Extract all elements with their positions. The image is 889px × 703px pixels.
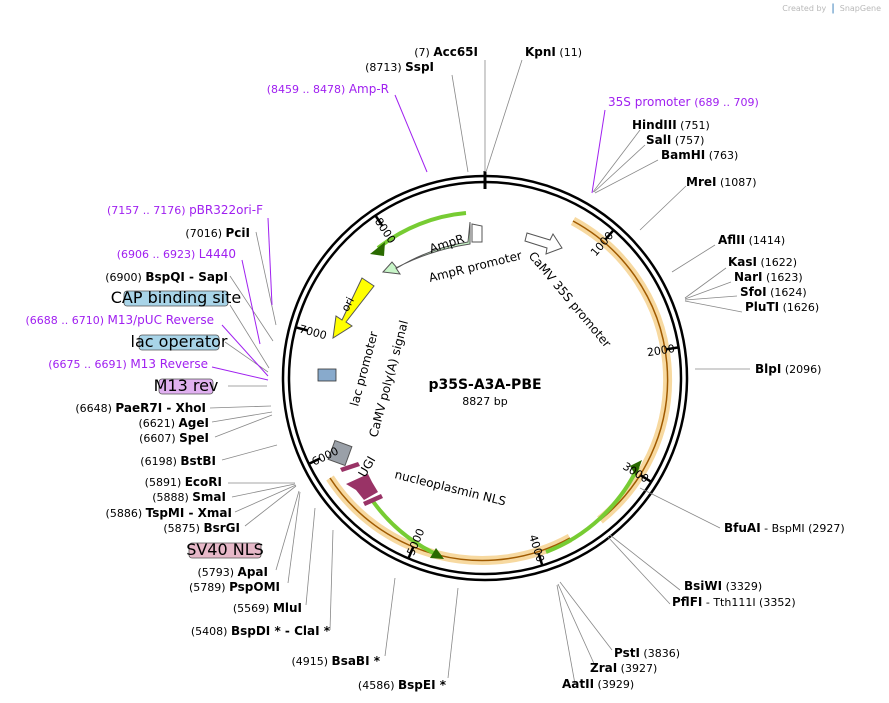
feature-box-label: M13 rev bbox=[154, 376, 219, 395]
restriction-site-label: BamHI (763) bbox=[661, 148, 738, 162]
restriction-site-label: MreI (1087) bbox=[686, 175, 757, 189]
tick-mark bbox=[308, 457, 321, 466]
restriction-site-label: (7) Acc65I bbox=[414, 45, 478, 59]
tick-mark bbox=[407, 546, 415, 559]
restriction-site-label: AatII (3929) bbox=[562, 677, 634, 691]
restriction-site-label: BsiWI (3329) bbox=[684, 579, 762, 593]
ori-arrow bbox=[332, 277, 375, 339]
tick-mark bbox=[640, 474, 652, 483]
tick-label: 2000 bbox=[646, 342, 676, 359]
tick-mark bbox=[537, 553, 544, 566]
feature-label: lac promoter bbox=[347, 330, 380, 408]
feature-box bbox=[138, 334, 220, 351]
feature-label: UGI bbox=[355, 454, 378, 480]
restriction-site-label: (5408) BspDI * - ClaI * bbox=[191, 624, 331, 638]
tick-mark bbox=[604, 229, 615, 240]
feature-label: AmpR bbox=[428, 231, 466, 255]
ampr-arrow bbox=[381, 221, 471, 275]
restriction-site-label: SalI (757) bbox=[646, 133, 704, 147]
nls-bar-1 bbox=[340, 462, 360, 472]
snapgene-credit: Created by ❙ SnapGene bbox=[782, 3, 881, 14]
primer-label: (6675 .. 6691) M13 Reverse bbox=[48, 357, 208, 371]
feature-box bbox=[123, 290, 229, 307]
restriction-site-label: (6198) BstBI bbox=[140, 454, 216, 468]
restriction-site-label: (5891) EcoRI bbox=[145, 475, 222, 489]
leader-lines bbox=[209, 59, 750, 685]
restriction-site-label: BlpI (2096) bbox=[755, 362, 821, 376]
credit-prefix: Created by bbox=[782, 4, 827, 13]
snapgene-logo-icon: ❙ bbox=[828, 3, 838, 14]
plasmid-name: p35S-A3A-PBE bbox=[428, 377, 541, 393]
ugi-arrow bbox=[346, 474, 378, 500]
feature-label: ori bbox=[339, 295, 357, 314]
restriction-site-label: (5888) SmaI bbox=[152, 490, 226, 504]
restriction-site-label: PluTI (1626) bbox=[745, 300, 819, 314]
restriction-site-label: (5569) MluI bbox=[233, 601, 302, 615]
restriction-site-label: (7016) PciI bbox=[185, 226, 250, 240]
restriction-site-label: (8713) SspI bbox=[365, 60, 434, 74]
green-arrow-top bbox=[376, 211, 467, 250]
primer-label: 35S promoter (689 .. 709) bbox=[608, 95, 759, 109]
restriction-site-label: ZraI (3927) bbox=[590, 661, 657, 675]
tick-mark bbox=[666, 346, 679, 351]
restriction-site-label: (4915) BsaBI * bbox=[291, 654, 380, 668]
tick-label: 8000 bbox=[372, 215, 398, 245]
primer-label: (8459 .. 8478) Amp-R bbox=[267, 82, 389, 96]
restriction-site-label: (5793) ApaI bbox=[197, 565, 268, 579]
restriction-site-label: (5789) PspOMI bbox=[189, 580, 280, 594]
restriction-site-label: (6607) SpeI bbox=[139, 431, 209, 445]
purple-leader-lines bbox=[211, 94, 606, 381]
feature-box bbox=[188, 542, 262, 559]
restriction-site-label: (5886) TspMI - XmaI bbox=[106, 506, 232, 520]
feature-label: AmpR promoter bbox=[427, 248, 523, 285]
restriction-site-label: (6900) BspQI - SapI bbox=[105, 270, 228, 284]
feature-label: nucleoplasmin NLS bbox=[393, 467, 507, 508]
green-arrow-bottom-head bbox=[430, 548, 444, 559]
green-arrow-right-head bbox=[630, 460, 642, 476]
feature-label: CaMV 35S promoter bbox=[526, 249, 614, 350]
green-arrow-right bbox=[545, 466, 640, 554]
primer-label: (6688 .. 6710) M13/pUC Reverse bbox=[25, 313, 214, 327]
restriction-site-label: PflFI - Tth111I (3352) bbox=[672, 595, 796, 609]
credit-brand: SnapGene bbox=[839, 4, 881, 13]
lac-operator-marks bbox=[317, 368, 337, 382]
restriction-site-label: AflII (1414) bbox=[718, 233, 785, 247]
plasmid-length: 8827 bp bbox=[462, 395, 507, 408]
green-arrow-top-head bbox=[370, 242, 385, 256]
tick-label: 6000 bbox=[310, 445, 341, 469]
restriction-site-label: (4586) BspEI * bbox=[358, 678, 447, 692]
restriction-site-label: HindIII (751) bbox=[632, 118, 710, 132]
feature-box-label: SV40 NLS bbox=[186, 540, 264, 559]
tick-mark bbox=[295, 326, 308, 332]
primer-label: (7157 .. 7176) pBR322ori-F bbox=[107, 203, 263, 217]
restriction-site-label: PstI (3836) bbox=[614, 646, 680, 660]
green-arrow-bottom bbox=[370, 498, 441, 558]
restriction-site-label: KpnI (11) bbox=[525, 45, 582, 59]
ampr-promoter-arrow bbox=[471, 223, 483, 243]
restriction-site-label: KasI (1622) bbox=[728, 255, 797, 269]
restriction-site-label: BfuAI - BspMI (2927) bbox=[724, 521, 845, 535]
feature-box-label: CAP binding site bbox=[111, 288, 241, 307]
restriction-site-label: (6621) AgeI bbox=[138, 416, 209, 430]
tick-mark bbox=[374, 214, 384, 227]
polyA-box bbox=[327, 439, 353, 467]
feature-box bbox=[158, 378, 214, 395]
tick-label: 7000 bbox=[298, 323, 328, 343]
orange-feature-arc-right-line bbox=[572, 220, 669, 521]
primer-label: (6906 .. 6923) L4440 bbox=[117, 247, 236, 261]
camv-35s-promoter-arrow bbox=[524, 232, 563, 255]
restriction-site-label: (6648) PaeR7I - XhoI bbox=[75, 401, 206, 415]
restriction-site-label: SfoI (1624) bbox=[740, 285, 807, 299]
restriction-site-label: NarI (1623) bbox=[734, 270, 803, 284]
tick-label: 4000 bbox=[526, 533, 547, 564]
restriction-site-label: (5875) BsrGI bbox=[163, 521, 240, 535]
feature-box-label: lac operator bbox=[131, 332, 228, 351]
nls-bar-2 bbox=[363, 494, 383, 506]
